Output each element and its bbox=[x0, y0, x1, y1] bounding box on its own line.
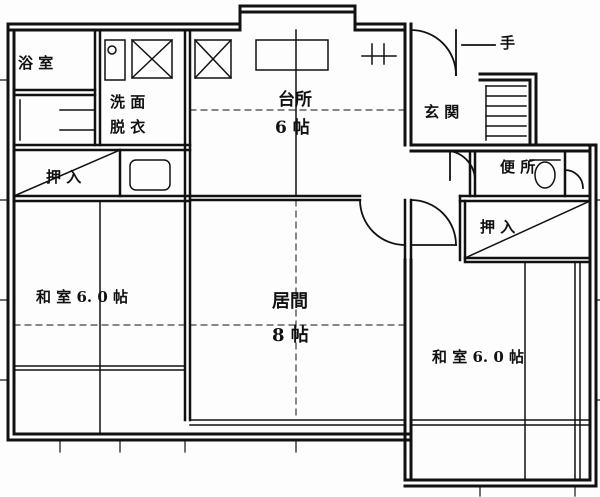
beam-lines bbox=[13, 109, 406, 421]
sliding-doors bbox=[13, 29, 591, 481]
washitsu-right-label: 和 室 6. 0 帖 bbox=[432, 348, 524, 366]
door-swings bbox=[359, 29, 584, 246]
bath-label: 浴 室 bbox=[18, 54, 54, 72]
closet-hatch bbox=[13, 149, 591, 259]
interior-walls bbox=[12, 28, 592, 422]
wash-label-1: 洗 面 bbox=[110, 93, 146, 111]
entrance-label: 玄 関 bbox=[424, 103, 460, 121]
living-label-1: 居間 bbox=[272, 291, 308, 312]
washitsu-left-label: 和 室 6. 0 帖 bbox=[36, 288, 128, 306]
closet-right-label: 押 入 bbox=[480, 218, 516, 236]
tick-marks bbox=[0, 79, 600, 497]
fixtures bbox=[19, 38, 561, 191]
outer-walls bbox=[6, 4, 598, 488]
closet-left-label: 押 入 bbox=[46, 168, 82, 186]
handrail-label: 手 bbox=[500, 34, 516, 52]
living-label-2: 8 帖 bbox=[272, 325, 309, 346]
kitchen-label-2: 6 帖 bbox=[275, 118, 310, 138]
kitchen-label-1: 台所 bbox=[278, 90, 312, 110]
toilet-label: 便 所 bbox=[500, 158, 536, 176]
wash-label-2: 脱 衣 bbox=[110, 118, 146, 136]
